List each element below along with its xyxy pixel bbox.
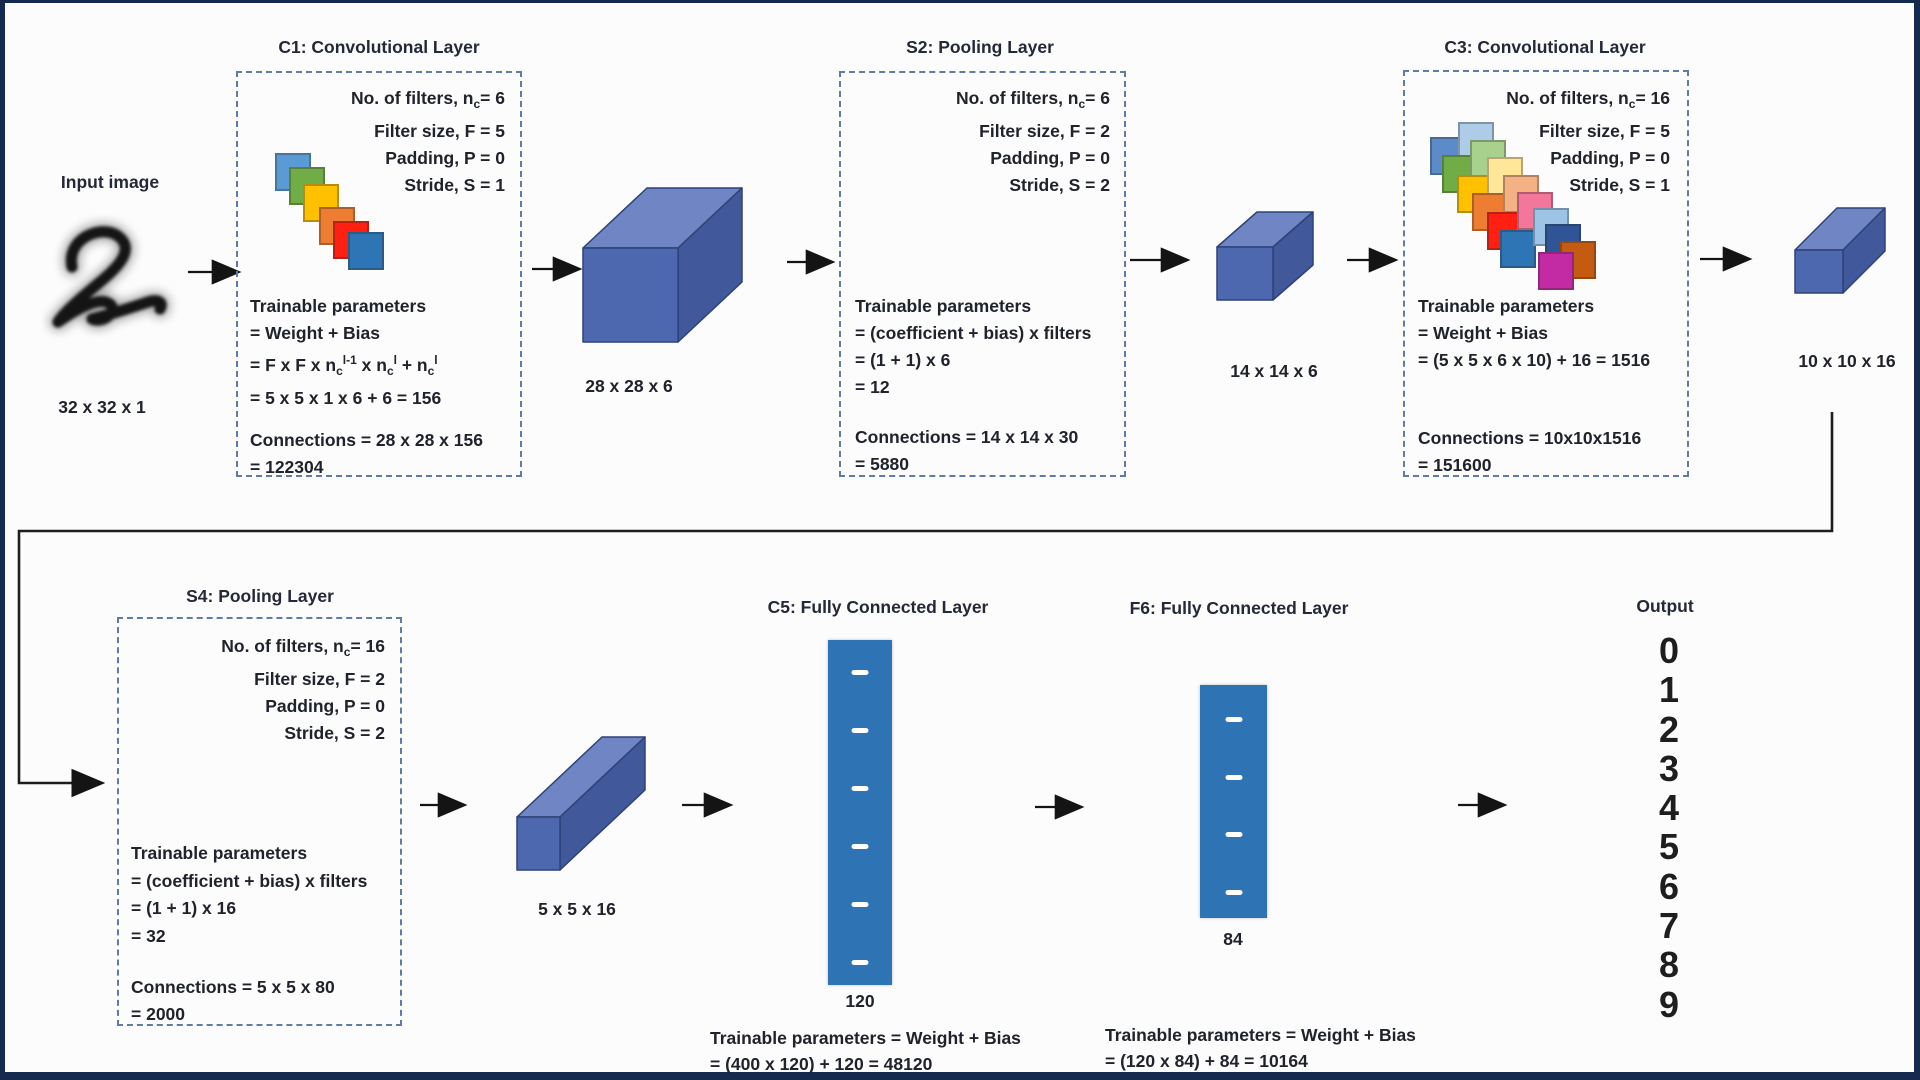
neuron-dash [851,844,869,849]
c5-title: C5: Fully Connected Layer [767,597,989,617]
f6-neuron-bar [1200,685,1267,918]
s2-stride: Stride, S = 2 [1009,175,1110,195]
neuron-dash [851,786,869,791]
c3-stride: Stride, S = 1 [1569,175,1670,195]
c3-filter-square [1538,252,1574,290]
c1-trainable-params: Trainable parameters = Weight + Bias = F… [250,296,442,408]
output-class-digit: 3 [1658,747,1680,789]
s2-trainable-params: Trainable parameters = (coefficient + bi… [855,296,1092,397]
c1-formula: = F x F x ncl-1 x ncl + ncl [250,353,438,378]
frame-right [1914,0,1920,1080]
c1-num-filters: No. of filters, nc= 6 [350,88,505,111]
c5-neuron-bar [828,640,892,985]
neuron-dash [1225,774,1242,780]
s4-specs: No. of filters, nc= 16 Filter size, F = … [115,633,385,747]
c3-num-filters: No. of filters, nc= 16 [1506,88,1670,111]
input-image-label: Input image [60,172,160,192]
c1-filter-size: Filter size, F = 5 [374,121,505,141]
f6-caption: Trainable parameters = Weight + Bias = (… [1105,1025,1416,1071]
output-class-digit: 9 [1658,983,1680,1025]
s4-box [117,617,402,1026]
feature-map-28x28x6-label: 28 x 28 x 6 [585,376,673,396]
neuron-dash [1225,717,1242,722]
neuron-dash [851,670,869,675]
output-class-digit: 0 [1658,630,1680,671]
feature-map-14x14x6-label: 14 x 14 x 6 [1230,361,1318,381]
s2-specs: No. of filters, nc= 6 Filter size, F = 2… [840,85,1110,199]
digit-2-drawing [49,222,171,331]
c3-box [1403,70,1689,477]
c1-padding: Padding, P = 0 [385,148,505,168]
c1-specs: No. of filters, nc= 6 Filter size, F = 5… [235,85,505,199]
c3-filter-size: Filter size, F = 5 [1539,121,1670,141]
s2-padding: Padding, P = 0 [990,148,1110,168]
frame-top [0,0,1920,3]
neuron-dash [851,960,869,965]
feature-map-14x14x6-cuboid [1216,211,1314,301]
s2-num-filters: No. of filters, nc= 6 [955,88,1110,111]
c5-units-label: 120 [845,991,875,1011]
feature-map-5x5x16-label: 5 x 5 x 16 [538,899,616,919]
c3-trainable-params: Trainable parameters = Weight + Bias = (… [1418,296,1651,370]
s4-connections: Connections = 5 x 5 x 80 = 2000 [131,977,335,1024]
handwritten-digit-2-image [42,212,187,352]
feature-map-5x5x16-cuboid [516,736,646,871]
feature-map-10x10x16-cuboid [1794,207,1886,294]
s2-connections: Connections = 14 x 14 x 30 = 5880 [855,427,1079,474]
c3-filter-square [1500,230,1536,268]
output-class-digit: 4 [1658,787,1680,829]
output-title: Output [1636,596,1694,616]
neuron-dash [851,728,869,733]
s4-num-filters: No. of filters, nc= 16 [221,636,385,659]
c1-box [236,71,522,477]
output-class-digit: 1 [1658,669,1680,711]
c1-title: C1: Convolutional Layer [278,37,480,57]
s2-title: S2: Pooling Layer [906,37,1054,57]
s4-stride: Stride, S = 2 [284,723,385,743]
neuron-dash [1225,890,1242,896]
c1-stride: Stride, S = 1 [404,175,505,195]
output-class-digit: 5 [1658,826,1680,868]
frame-bottom [0,1072,1920,1080]
c3-padding: Padding, P = 0 [1550,148,1670,168]
c3-specs: No. of filters, nc= 16 Filter size, F = … [1400,85,1670,199]
feature-map-10x10x16-label: 10 x 10 x 16 [1798,351,1896,371]
input-dims-label: 32 x 32 x 1 [58,397,146,417]
f6-title: F6: Fully Connected Layer [1129,598,1349,618]
s4-filter-size: Filter size, F = 2 [254,669,385,689]
s4-trainable-params: Trainable parameters = (coefficient + bi… [131,843,368,946]
output-class-digit: 2 [1658,708,1680,750]
c3-title: C3: Convolutional Layer [1444,37,1646,57]
c1-filter-square [348,232,384,270]
output-class-digit: 7 [1658,905,1680,947]
s2-box [839,71,1126,477]
s2-filter-size: Filter size, F = 2 [979,121,1110,141]
frame-left [0,0,5,1080]
c3-connections: Connections = 10x10x1516 = 151600 [1418,428,1642,475]
feature-map-28x28x6-cuboid [582,187,743,343]
output-class-digit: 8 [1658,944,1680,986]
c1-connections: Connections = 28 x 28 x 156 = 122304 [250,430,483,477]
neuron-dash [1225,832,1242,838]
c5-caption: Trainable parameters = Weight + Bias = (… [710,1028,1021,1074]
neuron-dash [851,902,869,907]
s4-title: S4: Pooling Layer [186,586,334,606]
s4-padding: Padding, P = 0 [265,696,385,716]
output-class-digit: 6 [1658,865,1680,907]
f6-units-label: 84 [1223,929,1243,949]
